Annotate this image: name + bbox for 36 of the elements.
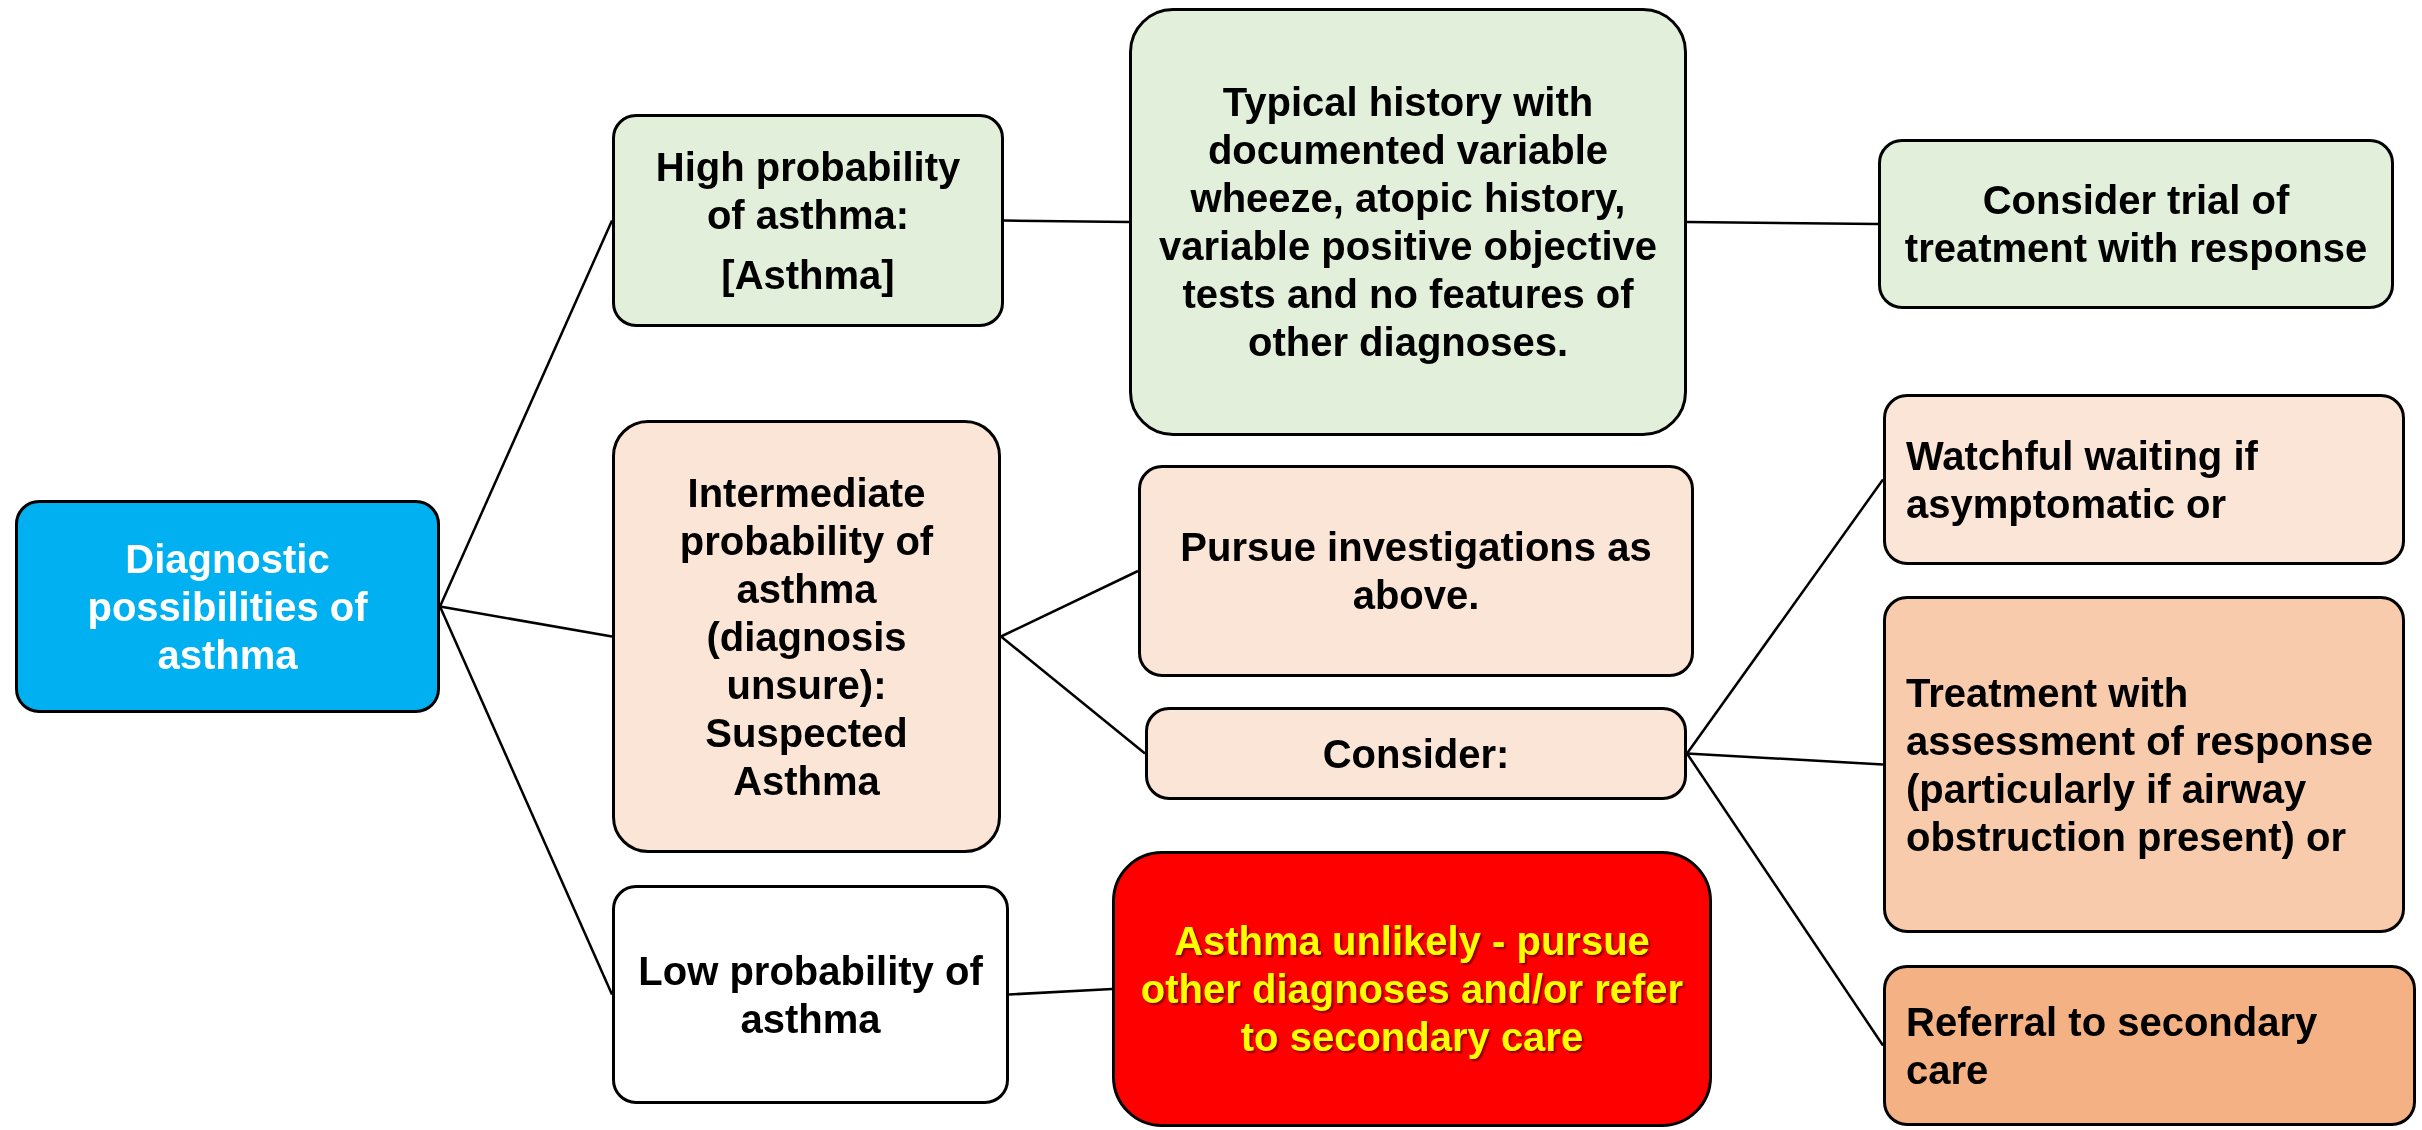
box-text: Asthma unlikely - pursue other diagnoses and/or refer to secondary care (1139, 918, 1685, 1061)
connector-line (1685, 752, 1885, 1047)
option-box (1883, 965, 2416, 1126)
connector-line (1687, 220, 1878, 226)
box-text: Watchful waiting if asymptomatic or (1906, 432, 2259, 528)
connector-line (1686, 478, 1884, 755)
option-box (1883, 394, 2405, 565)
action-box (1145, 707, 1687, 800)
root-box (15, 500, 440, 713)
box-text: Diagnostic possibilities of asthma (86, 535, 369, 679)
box-text: [Asthma] (720, 251, 896, 299)
category-box (612, 114, 1004, 327)
criteria-box (1129, 8, 1687, 436)
box-text: Treatment with assessment of response (particularly if airway obstruction present) or (1906, 669, 2374, 861)
connector-line (1000, 635, 1146, 755)
box-text: High probability of asthma: (654, 143, 962, 239)
category-box (612, 885, 1009, 1104)
box-text: Consider: (1321, 730, 1511, 778)
outcome-box (1112, 851, 1712, 1127)
box-text: Typical history with documented variable wheeze, atopic history, variable positive objective tests and no features of other diagnoses. (1158, 79, 1658, 366)
action-box (1138, 465, 1694, 677)
box-text: Intermediate probability of asthma (diagnosis unsure): Suspected Asthma (678, 469, 935, 805)
connector-line (438, 220, 614, 607)
connector-line (1008, 987, 1113, 996)
box-text: Referral to secondary care (1906, 998, 2319, 1094)
connector-line (439, 605, 613, 638)
option-box (1883, 596, 2405, 933)
category-box (612, 420, 1001, 853)
connector-line (438, 606, 614, 995)
box-text: Consider trial of treatment with response (1903, 177, 2369, 272)
connector-line (1004, 219, 1129, 224)
connector-line (1000, 569, 1139, 638)
box-text: Pursue investigations as above. (1179, 524, 1653, 619)
connector-line (1686, 752, 1884, 766)
box-text: Low probability of asthma (637, 947, 984, 1043)
action-box (1878, 139, 2394, 309)
